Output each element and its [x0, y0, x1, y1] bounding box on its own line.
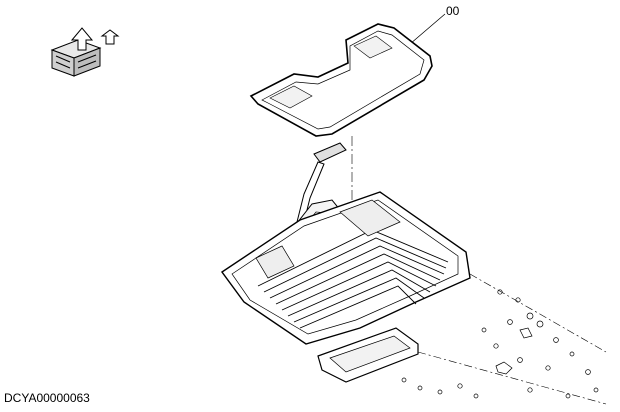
side-tray — [317, 327, 419, 383]
callout-leader — [409, 13, 446, 45]
floor-mat — [249, 23, 433, 137]
drawing-code: DCYA00000063 — [4, 391, 90, 405]
extension-lines — [417, 273, 607, 405]
orientation-cube-icon — [50, 27, 120, 77]
callout-label: 00 — [446, 4, 460, 18]
mounting-holes — [401, 289, 599, 399]
floor-plate — [221, 191, 471, 345]
